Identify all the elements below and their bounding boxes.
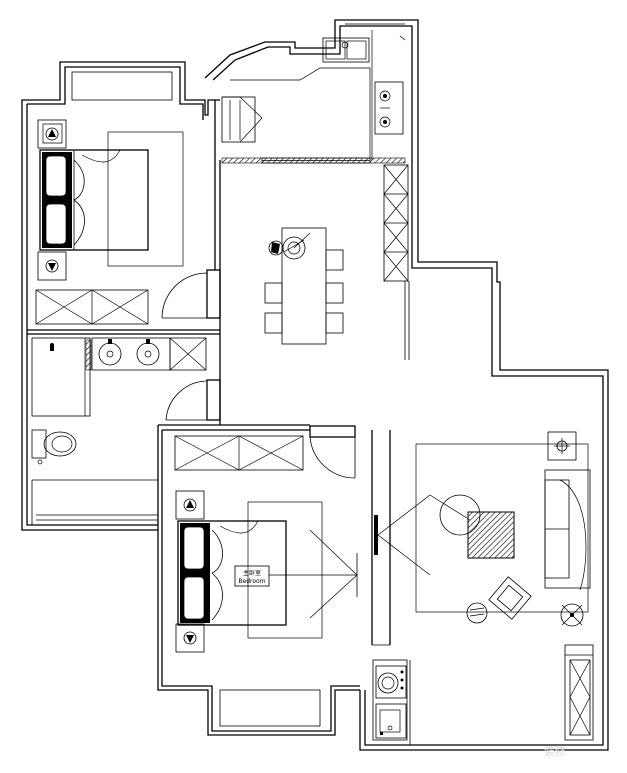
dining-area bbox=[264, 164, 410, 360]
room-label-en: Bedroom bbox=[238, 578, 265, 585]
bathroom bbox=[31, 337, 221, 465]
master-bedroom: 主卧室 Bedroom bbox=[174, 425, 431, 653]
exterior-walls bbox=[21, 19, 609, 751]
living-room bbox=[415, 431, 594, 741]
second-bedroom bbox=[27, 119, 221, 335]
kitchen bbox=[221, 30, 406, 164]
laundry-area bbox=[372, 659, 411, 745]
room-label-cn: 主卧室 bbox=[243, 569, 261, 577]
watermark: 装修 bbox=[544, 744, 566, 758]
